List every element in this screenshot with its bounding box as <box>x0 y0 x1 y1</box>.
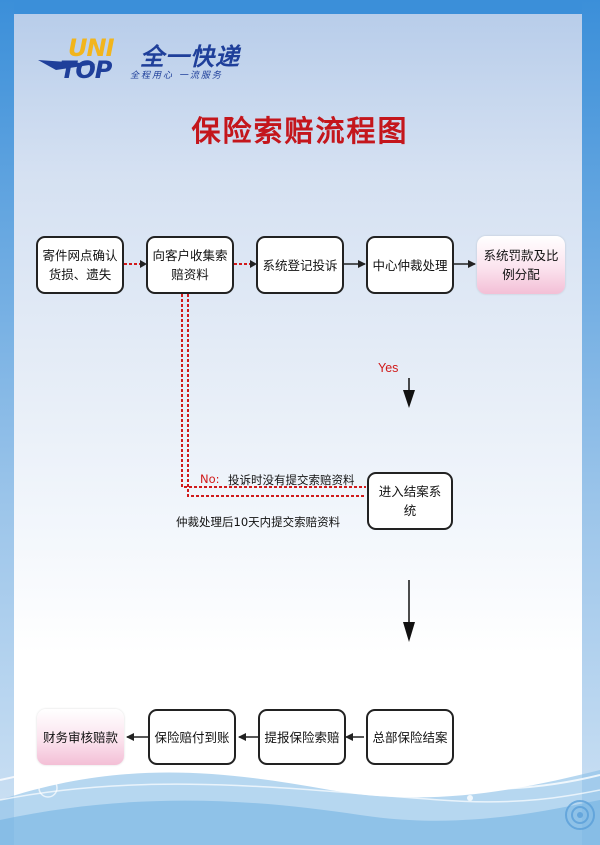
swoosh-icon <box>38 60 96 70</box>
deadline-label: 仲裁处理后10天内提交索赔资料 <box>176 515 341 529</box>
brand-logo: UNI TOP 全一快递 全程用心 一流服务 <box>38 34 288 90</box>
arrowhead-n2-n3 <box>250 260 257 268</box>
no-condition-label: 投诉时没有提交索赔资料 <box>228 473 355 487</box>
arrowhead-yes <box>403 390 415 408</box>
node-register-complaint: 系统登记投诉 <box>256 236 344 294</box>
frame-top <box>0 0 600 14</box>
frame-right <box>582 0 600 845</box>
node-enter-closing-system: 进入结案系统 <box>367 472 453 530</box>
node-submit-insurance-claim: 提报保险索赔 <box>258 709 346 765</box>
node-hq-insurance-close: 总部保险结案 <box>366 709 454 765</box>
logo-slogan: 全程用心 一流服务 <box>130 71 223 81</box>
arrowhead-n6-n7 <box>403 622 415 642</box>
logo-top-text: TOP <box>60 56 112 84</box>
node-collect-claim-docs: 向客户收集索赔资料 <box>146 236 234 294</box>
node-finance-review: 财务审核赔款 <box>37 709 124 765</box>
node-penalty-allocation: 系统罚款及比例分配 <box>477 236 565 294</box>
logo-chinese-name: 全一快递 <box>140 43 240 71</box>
node-insurance-paid: 保险赔付到账 <box>148 709 236 765</box>
connector-n2-n6-no <box>181 294 366 488</box>
yes-label: Yes <box>378 361 399 375</box>
no-prefix-label: No: <box>200 472 220 486</box>
arrowhead-n1-n2 <box>140 260 147 268</box>
content-area <box>14 14 582 845</box>
node-confirm-loss: 寄件网点确认货损、遗失 <box>36 236 124 294</box>
page-title: 保险索赔流程图 <box>191 114 409 148</box>
connector-n2-n6-deadline <box>187 294 366 497</box>
node-center-arbitration: 中心仲裁处理 <box>366 236 454 294</box>
frame-left <box>0 0 14 845</box>
logo-uni-text: UNI <box>68 34 115 62</box>
